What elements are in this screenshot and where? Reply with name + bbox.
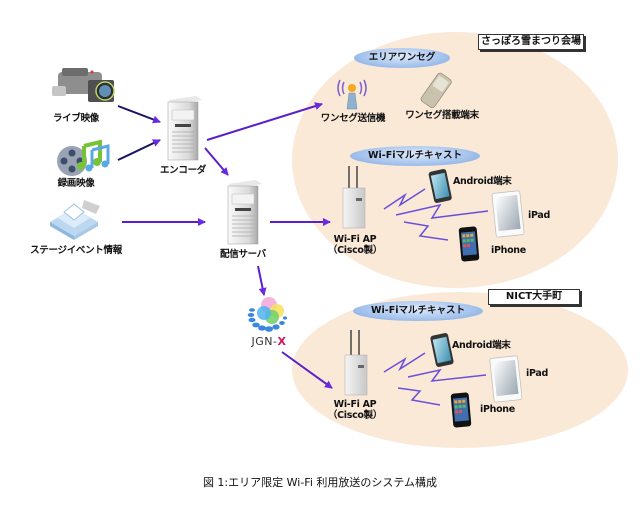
device-label-android-sapporo: Android端末	[453, 176, 512, 187]
iphone-icon-sapporo	[458, 226, 480, 262]
wifi-ap-icon-sapporo	[342, 166, 366, 229]
service-pill-wifi-multicast-nict: Wi-Fiマルチキャスト	[353, 301, 483, 321]
arrow-server-to-jgnx	[257, 265, 267, 296]
device-label-iphone-nict: iPhone	[480, 404, 515, 415]
wifi-ap-label-sapporo: Wi-Fi AP （Cisco製）	[324, 234, 386, 256]
service-pill-oneseg: エリアワンセグ	[354, 48, 450, 68]
film-reel-music-icon	[57, 139, 110, 176]
oneseg-transmitter-label: ワンセグ送信機	[320, 113, 386, 124]
jgnx-label-main: JGN-	[251, 335, 278, 348]
encoder-server-icon	[167, 96, 202, 161]
figure-caption: 図 1:エリア限定 Wi-Fi 利用放送のシステム構成	[202, 476, 438, 489]
venue-area-nict	[292, 292, 628, 448]
android-phone-icon-sapporo	[428, 169, 452, 203]
source-label-recorded: 録画映像	[57, 178, 95, 189]
wifi-ap-maker-sapporo: （Cisco製）	[327, 245, 383, 256]
arrow-live-to-encoder	[117, 105, 161, 124]
arrow-encoder-to-server	[204, 147, 229, 176]
encoder-label: エンコーダ	[159, 165, 206, 176]
jgnx-label: JGN-X	[244, 336, 294, 347]
wireless-signals-nict	[383, 352, 487, 406]
arrow-jgnx-to-ap-nict	[281, 351, 333, 389]
source-label-live: ライブ映像	[52, 113, 99, 124]
service-pill-wifi-multicast-sapporo: Wi-Fiマルチキャスト	[350, 146, 480, 166]
wifi-ap-maker-nict: （Cisco製）	[327, 410, 383, 421]
oneseg-receiver-label: ワンセグ搭載端末	[405, 110, 479, 121]
stage-image-icon	[50, 200, 100, 240]
distribution-server-label: 配信サーバ	[220, 249, 266, 260]
distribution-server-icon	[227, 180, 262, 245]
source-label-stage: ステージイベント情報	[30, 245, 122, 256]
video-camera-icon	[52, 68, 115, 102]
device-label-ipad-nict: iPad	[526, 368, 548, 379]
wifi-ap-label-nict: Wi-Fi AP （Cisco製）	[324, 399, 386, 421]
device-label-ipad-sapporo: iPad	[528, 210, 550, 221]
jgnx-logo-icon	[247, 297, 287, 332]
ipad-icon-sapporo	[491, 190, 525, 238]
wifi-ap-name-sapporo: Wi-Fi AP	[333, 234, 377, 245]
jgnx-label-accent: X	[277, 335, 287, 348]
device-label-iphone-sapporo: iPhone	[491, 245, 526, 256]
android-phone-icon-nict	[430, 333, 454, 367]
connection-arrows	[117, 102, 333, 389]
arrow-encoder-to-oneseg	[206, 102, 323, 141]
ipad-icon-nict	[489, 355, 523, 403]
iphone-icon-nict	[450, 392, 472, 428]
device-label-android-nict: Android端末	[452, 340, 511, 351]
flip-phone-icon	[420, 72, 452, 109]
wifi-ap-name-nict: Wi-Fi AP	[333, 399, 377, 410]
arrow-recorded-to-encoder	[117, 139, 161, 161]
venue-name-sapporo: さっぽろ雪まつり会場	[478, 34, 584, 50]
wifi-ap-icon-nict	[344, 330, 368, 396]
antenna-tower-icon	[337, 79, 367, 110]
wireless-signals-sapporo	[383, 188, 489, 241]
venue-name-nict: NICT大手町	[488, 289, 580, 305]
